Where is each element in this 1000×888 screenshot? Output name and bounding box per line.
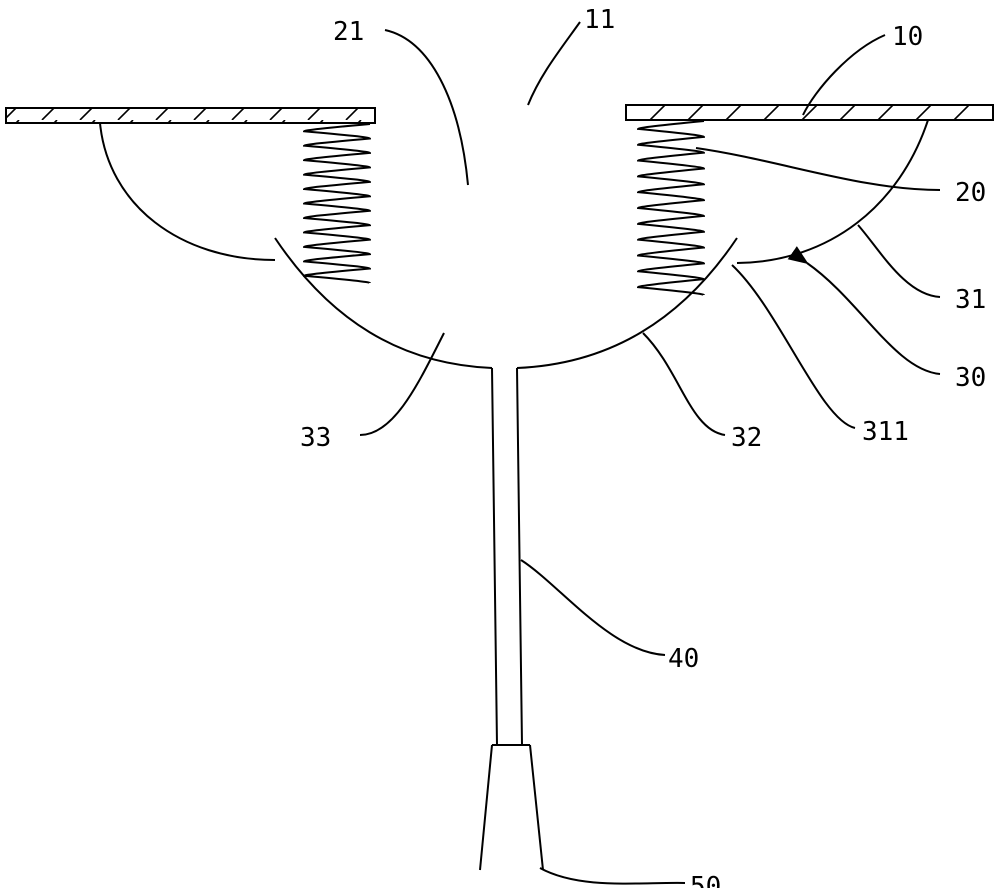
label-30: 30 bbox=[955, 363, 986, 393]
bowl-right bbox=[516, 237, 738, 369]
right-plate bbox=[625, 104, 994, 121]
label-10: 10 bbox=[892, 22, 923, 52]
label-21: 21 bbox=[333, 17, 364, 47]
label-31: 31 bbox=[955, 285, 986, 315]
bowl-left bbox=[274, 237, 493, 369]
stem-tube bbox=[491, 367, 523, 746]
nozzle bbox=[479, 744, 544, 871]
label-32: 32 bbox=[731, 423, 762, 453]
label-311: 311 bbox=[862, 417, 909, 447]
leader-lines bbox=[359, 21, 941, 885]
label-50: 50 bbox=[690, 872, 721, 888]
label-33: 33 bbox=[300, 423, 331, 453]
left-plate bbox=[5, 107, 376, 124]
label-11: 11 bbox=[584, 5, 615, 35]
right-outer-arc bbox=[736, 119, 929, 264]
label-20: 20 bbox=[955, 178, 986, 208]
left-outer-arc bbox=[99, 122, 276, 261]
label-40: 40 bbox=[668, 644, 699, 674]
right-spring bbox=[636, 120, 706, 296]
left-spring bbox=[302, 123, 372, 284]
